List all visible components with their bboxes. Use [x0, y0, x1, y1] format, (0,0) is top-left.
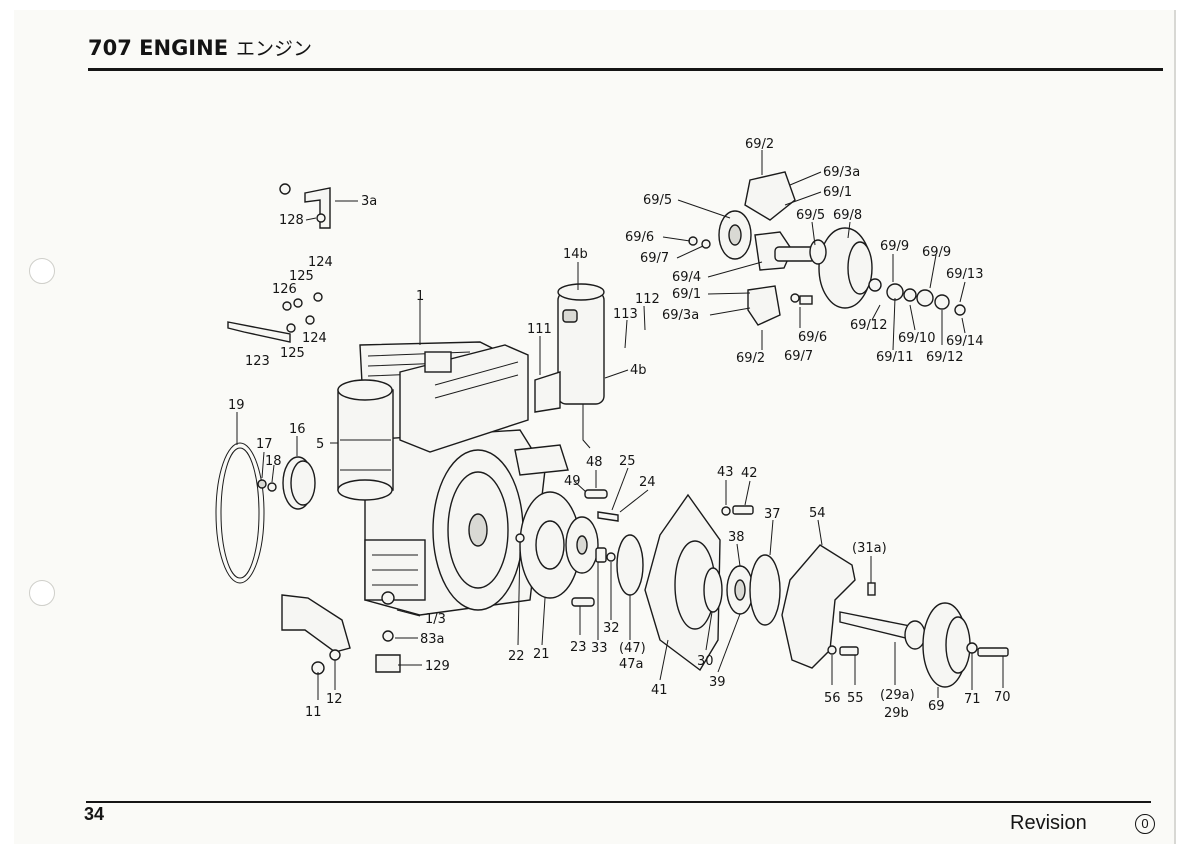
callout-label: 128 — [279, 213, 304, 228]
callout-label: 129 — [425, 659, 450, 674]
callout-label: 41 — [651, 683, 668, 698]
bearing-hub — [703, 505, 781, 626]
callout-label: (29a) — [880, 688, 915, 703]
callout-label: 19 — [228, 398, 245, 413]
callout-label: 69/12 — [926, 350, 963, 365]
callout-label: 21 — [533, 647, 550, 662]
output-shaft-and-pulley — [827, 602, 1009, 688]
page-number: 34 — [84, 804, 105, 824]
header-rule — [88, 68, 1163, 71]
callout-label: (31a) — [852, 541, 887, 556]
callout-label: 69/13 — [946, 267, 983, 282]
callout-label: 23 — [570, 640, 587, 655]
callout-label: 1/3 — [425, 612, 446, 627]
v-belt-and-pulley — [215, 442, 316, 584]
callout-label: 124 — [302, 331, 327, 346]
callout-label: 37 — [764, 507, 781, 522]
callout-labels: 69/2 69/3a 69/1 69/5 69/5 69/8 69/6 69/7… — [228, 137, 1011, 721]
callout-label: 69/4 — [672, 270, 701, 285]
callout-label: 17 — [256, 437, 273, 452]
punch-hole-upper — [29, 258, 55, 284]
callout-label: 18 — [265, 454, 282, 469]
callout-label: 69/11 — [876, 350, 913, 365]
callout-label: 69/12 — [850, 318, 887, 333]
callout-label: 111 — [527, 322, 552, 337]
callout-label: 69/7 — [784, 349, 813, 364]
callout-label: 69/5 — [796, 208, 825, 223]
callout-label: 124 — [308, 255, 333, 270]
callout-label: 43 — [717, 465, 734, 480]
centrifugal-clutch-group — [688, 171, 966, 326]
manual-page — [14, 10, 1174, 844]
clutch-assembly — [515, 489, 644, 607]
callout-label: 123 — [245, 354, 270, 369]
callout-label: 69 — [928, 699, 945, 714]
callout-label: 39 — [709, 675, 726, 690]
callout-label: 69/8 — [833, 208, 862, 223]
page-title: 707 ENGINE エンジン — [88, 34, 312, 61]
small-brackets — [227, 183, 331, 343]
callout-label: 69/9 — [880, 239, 909, 254]
leader-lines — [236, 150, 1004, 700]
callout-label: 14b — [563, 247, 588, 262]
callout-label: 69/3a — [823, 165, 860, 180]
bell-housing — [644, 493, 721, 672]
callout-label: 69/1 — [823, 185, 852, 200]
callout-label: 69/6 — [625, 230, 654, 245]
callout-label: 48 — [586, 455, 603, 470]
callout-label: 55 — [847, 691, 864, 706]
callout-label: 69/6 — [798, 330, 827, 345]
callout-label: 125 — [280, 346, 305, 361]
shroud-cover — [781, 544, 876, 669]
callout-label: 24 — [639, 475, 656, 490]
callout-label: 42 — [741, 466, 758, 481]
callout-label: 12 — [326, 692, 343, 707]
callout-label: 113 — [613, 307, 638, 322]
title-text: 707 ENGINE — [88, 36, 229, 60]
callout-label: 69/3a — [662, 308, 699, 323]
callout-label: 25 — [619, 454, 636, 469]
callout-label: 69/10 — [898, 331, 935, 346]
callout-label: 3a — [361, 194, 377, 209]
callout-label: 49 — [564, 474, 581, 489]
mount-bracket — [281, 591, 401, 675]
callout-label: 70 — [994, 690, 1011, 705]
callout-label: 69/2 — [736, 351, 765, 366]
callout-label: 29b — [884, 706, 909, 721]
callout-label: 69/5 — [643, 193, 672, 208]
callout-label: 71 — [964, 692, 981, 707]
revision-number-badge: 0 — [1135, 814, 1155, 834]
callout-label: 1 — [416, 289, 424, 304]
callout-label: 69/1 — [672, 287, 701, 302]
callout-label: 125 — [289, 269, 314, 284]
title-japanese: エンジン — [236, 38, 313, 60]
callout-label: 16 — [289, 422, 306, 437]
footer-rule — [86, 801, 1151, 803]
callout-label: 56 — [824, 691, 841, 706]
callout-label: (47) — [619, 641, 646, 656]
callout-label: 126 — [272, 282, 297, 297]
muffler — [534, 283, 605, 449]
callout-label: 38 — [728, 530, 745, 545]
callout-label: 69/7 — [640, 251, 669, 266]
engine-assembly — [337, 341, 569, 616]
callout-label: 54 — [809, 506, 826, 521]
callout-label: 69/9 — [922, 245, 951, 260]
callout-label: 30 — [697, 654, 714, 669]
callout-label: 32 — [603, 621, 620, 636]
punch-hole-lower — [29, 580, 55, 606]
callout-label: 33 — [591, 641, 608, 656]
callout-label: 4b — [630, 363, 647, 378]
callout-label: 112 — [635, 292, 660, 307]
callout-label: 22 — [508, 649, 525, 664]
callout-label: 5 — [316, 437, 324, 452]
callout-label: 69/2 — [745, 137, 774, 152]
callout-label: 11 — [305, 705, 322, 720]
callout-label: 47a — [619, 657, 644, 672]
callout-label: 83a — [420, 632, 445, 647]
callout-label: 69/14 — [946, 334, 983, 349]
revision-label: Revision — [1010, 812, 1087, 834]
